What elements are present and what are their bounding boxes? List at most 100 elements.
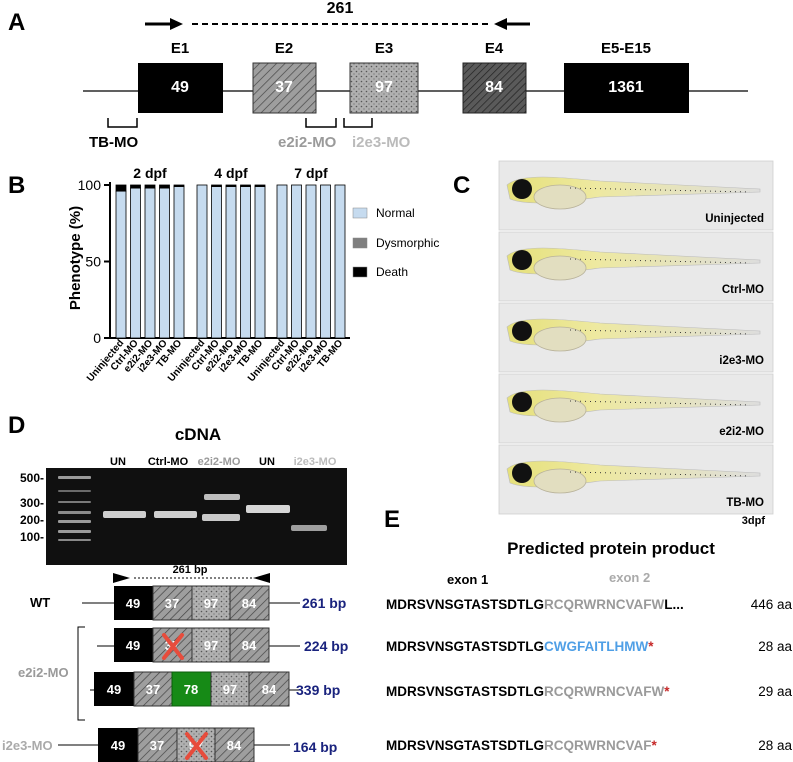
larva-panel: i2e3-MO xyxy=(498,302,774,373)
e2i2-group-label: e2i2-MO xyxy=(18,665,69,680)
y-tick-label: 0 xyxy=(93,330,101,346)
bar-normal xyxy=(334,184,346,339)
larva-yolk xyxy=(533,468,587,494)
bar-normal xyxy=(225,186,237,339)
mo-brackets xyxy=(107,118,373,128)
svg-text:1361: 1361 xyxy=(608,79,644,96)
bar-normal xyxy=(305,184,317,339)
transcript-primers: 261 bp xyxy=(113,564,270,583)
svg-text:E4: E4 xyxy=(485,40,504,57)
protein-length-i2e3: 28 aa xyxy=(758,738,792,753)
group-label: 4 dpf xyxy=(214,165,248,181)
protein-title: Predicted protein product xyxy=(507,539,715,558)
svg-text:49: 49 xyxy=(111,738,125,753)
larva-label: Uninjected xyxy=(705,213,764,225)
svg-text:84: 84 xyxy=(242,638,257,653)
gel-image xyxy=(46,468,347,565)
legend-swatch xyxy=(352,237,368,249)
larva-label: i2e3-MO xyxy=(719,355,764,367)
svg-text:97: 97 xyxy=(223,682,237,697)
bar-death xyxy=(211,184,222,187)
svg-text:37: 37 xyxy=(165,596,179,611)
larva-pigment xyxy=(569,400,751,406)
bar-normal xyxy=(196,184,208,339)
gel-lane-labels: UN Ctrl-MO e2i2-MO UN i2e3-MO xyxy=(110,456,337,468)
larva-label: e2i2-MO xyxy=(719,426,764,438)
group-label: 7 dpf xyxy=(294,165,328,181)
svg-text:97: 97 xyxy=(375,79,393,96)
svg-text:84: 84 xyxy=(262,682,277,697)
mo-i2e3-label: i2e3-MO xyxy=(352,134,411,151)
svg-text:84: 84 xyxy=(227,738,242,753)
svg-text:300-: 300- xyxy=(20,496,44,510)
panel-d-label: D xyxy=(8,412,25,439)
bar-normal xyxy=(173,186,185,339)
transcript-e2i2-insert: 49 37 78 97 84 339 bp xyxy=(90,671,340,707)
bar-death xyxy=(173,184,185,187)
larva-pigment xyxy=(569,329,751,335)
svg-text:200-: 200- xyxy=(20,513,44,527)
group-label: 2 dpf xyxy=(133,165,167,181)
svg-text:37: 37 xyxy=(150,738,164,753)
protein-row-i2e3: MDRSVNSGTASTSDTLGRCQRWRNCVAF* xyxy=(386,738,658,753)
legend-swatch xyxy=(352,266,368,278)
protein-row-e2i2-insert: MDRSVNSGTASTSDTLGRCQRWRNCVAFW* xyxy=(386,684,670,699)
gel-title: cDNA xyxy=(175,425,221,444)
exon-e5-e15: 1361 E5-E15 xyxy=(564,40,689,113)
svg-text:WT: WT xyxy=(30,595,50,610)
bar-normal xyxy=(320,184,331,339)
svg-text:97: 97 xyxy=(204,638,218,653)
mo-tb-label: TB-MO xyxy=(89,134,138,151)
bar-death xyxy=(254,184,266,187)
svg-text:49: 49 xyxy=(171,79,189,96)
svg-text:E3: E3 xyxy=(375,40,393,57)
protein-length-e2i2-skip: 28 aa xyxy=(758,639,792,654)
protein-length-wt: 446 aa xyxy=(751,597,793,612)
svg-text:37: 37 xyxy=(146,682,160,697)
bar-normal xyxy=(254,186,266,339)
mo-e2i2-label: e2i2-MO xyxy=(278,134,337,151)
larva-panel: e2i2-MO xyxy=(498,373,774,444)
transcript-i2e3: 49 37 97 84 i2e3-MO 164 bp xyxy=(2,727,337,762)
stage-label: 3dpf xyxy=(742,515,766,527)
larva-eye xyxy=(512,250,532,270)
amplicon-primers: 261 xyxy=(145,0,530,30)
bar-death xyxy=(115,184,127,192)
amplicon-size: 261 xyxy=(327,0,354,17)
bar-normal xyxy=(144,187,156,339)
bar-normal xyxy=(115,190,127,339)
svg-text:E1: E1 xyxy=(171,40,189,57)
svg-text:224 bp: 224 bp xyxy=(304,638,348,654)
bar-normal xyxy=(291,184,302,339)
svg-text:97: 97 xyxy=(204,596,218,611)
protein-rows: MDRSVNSGTASTSDTLGRCQRWRNCVAFWL... 446 aa… xyxy=(386,597,792,753)
larva-label: TB-MO xyxy=(726,497,764,509)
svg-text:UN: UN xyxy=(259,456,275,468)
y-tick-label: 50 xyxy=(85,254,101,270)
svg-text:E5-E15: E5-E15 xyxy=(601,40,651,57)
svg-text:49: 49 xyxy=(107,682,121,697)
larva-pigment xyxy=(569,187,751,193)
larva-yolk xyxy=(533,326,587,352)
svg-text:84: 84 xyxy=(242,596,257,611)
exon2-label: exon 2 xyxy=(609,570,650,585)
protein-row-wt: MDRSVNSGTASTSDTLGRCQRWRNCVAFWL... xyxy=(386,597,684,612)
e2i2-bracket xyxy=(77,626,85,721)
svg-text:261 bp: 261 bp xyxy=(302,595,346,611)
svg-text:37: 37 xyxy=(275,79,293,96)
legend-swatch xyxy=(352,207,368,219)
bar-death xyxy=(225,184,237,187)
svg-text:i2e3-MO: i2e3-MO xyxy=(294,456,337,468)
larva-panel: Ctrl-MO xyxy=(498,231,774,302)
exon-e3: 97 E3 xyxy=(349,40,419,114)
legend-label: Dysmorphic xyxy=(376,236,439,250)
svg-text:100-: 100- xyxy=(20,530,44,544)
bar-normal xyxy=(130,187,141,339)
larva-yolk xyxy=(533,255,587,281)
svg-text:e2i2-MO: e2i2-MO xyxy=(198,456,241,468)
bar-death xyxy=(159,184,170,189)
svg-text:i2e3-MO: i2e3-MO xyxy=(2,738,53,753)
